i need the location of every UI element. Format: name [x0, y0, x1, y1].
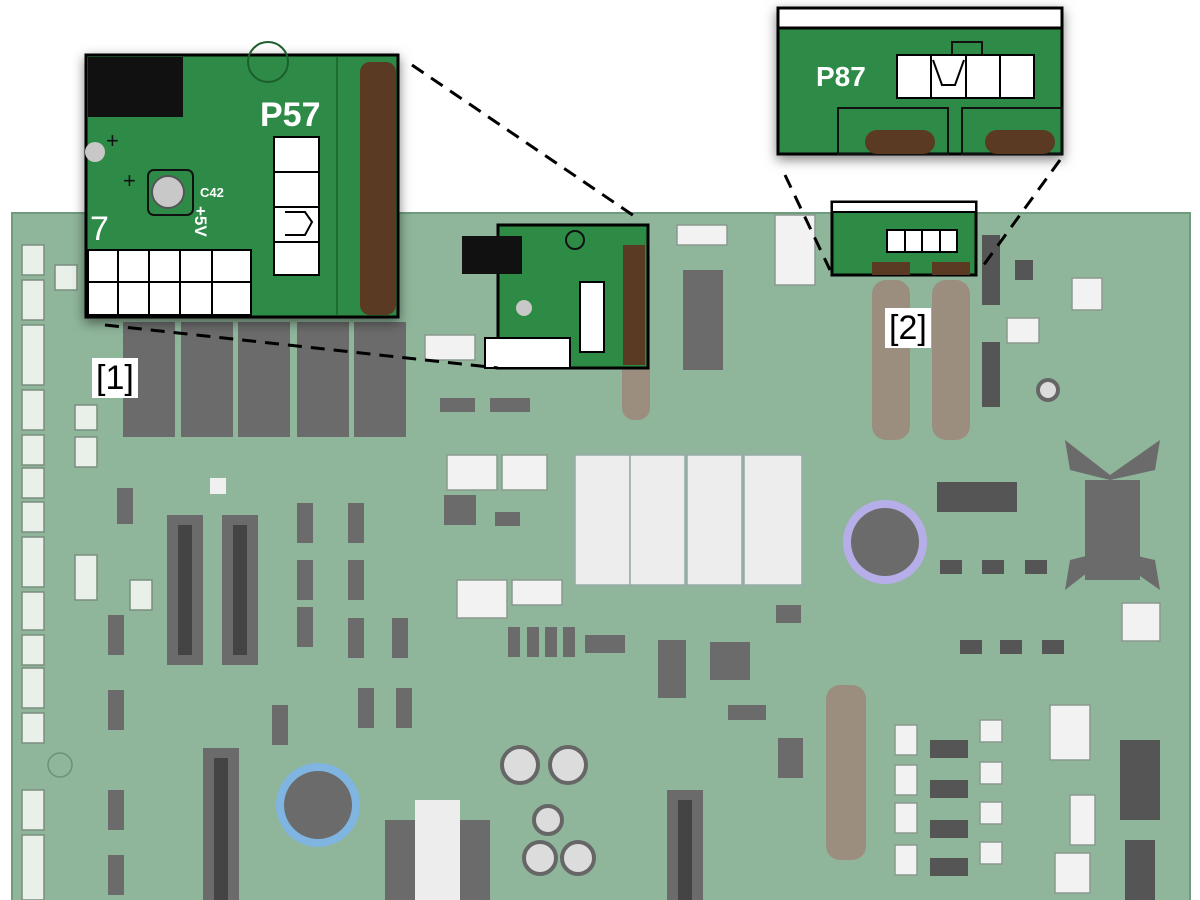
- callout-label-1: [1]: [92, 358, 138, 398]
- p87-board-highlight: [830, 200, 978, 277]
- plus-mark-icon: +: [106, 128, 119, 153]
- white-relays: [574, 454, 803, 586]
- large-capacitor-blue: [276, 763, 360, 847]
- inset-p57-content: + +: [85, 41, 396, 316]
- partial-label-7: 7: [90, 210, 109, 248]
- bottom-header: [87, 249, 252, 316]
- transformer: [385, 800, 490, 900]
- inset-p87-content: [776, 6, 1064, 155]
- callout-connector-lines: [104, 63, 1062, 370]
- p57-board-highlight: [462, 223, 650, 370]
- power-components-right: [930, 235, 1160, 900]
- connector-label-p87: P87: [816, 61, 866, 92]
- heatsink: [1065, 440, 1160, 590]
- mounting-hole: [47, 752, 73, 778]
- callout-label-2: [2]: [885, 308, 931, 348]
- connector-label-p57: P57: [260, 96, 321, 134]
- relay-row: [123, 322, 406, 437]
- small-ics: [108, 398, 803, 895]
- component-label-c42: C42: [200, 185, 224, 200]
- left-edge-connectors: [21, 244, 45, 900]
- p87-connector: [896, 54, 1035, 99]
- capacitor-c42-icon: [151, 175, 185, 209]
- voltage-label-5v: +5V: [191, 206, 210, 237]
- plus-mark-icon: +: [123, 168, 136, 193]
- small-connectors-left: [54, 264, 153, 611]
- p57-connector: [273, 136, 320, 276]
- small-capacitors: [500, 378, 1060, 876]
- large-capacitor-purple: [843, 500, 927, 584]
